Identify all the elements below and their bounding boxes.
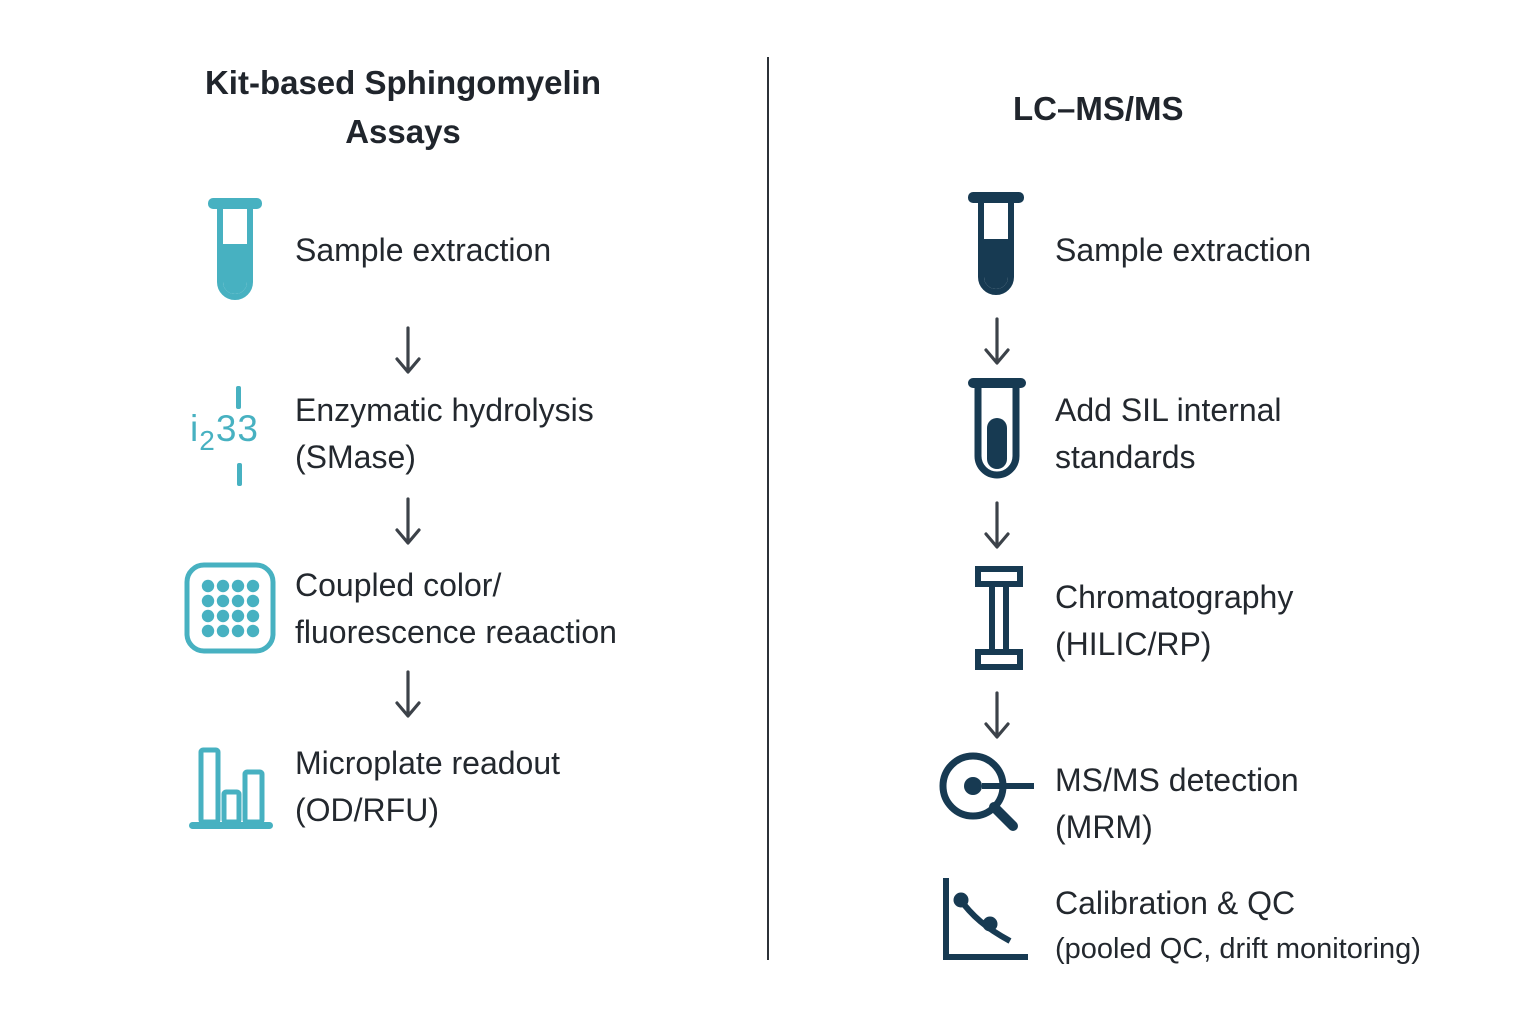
bar-chart-icon [189, 744, 273, 835]
step-line: (SMase) [295, 439, 416, 475]
test-tube-icon [967, 192, 1025, 313]
left-title-line2: Assays [345, 113, 461, 150]
down-arrow-icon [982, 317, 1012, 369]
step-label: Sample extraction [1055, 227, 1311, 274]
step-label: Enzymatic hydrolysis (SMase) [295, 387, 594, 481]
down-arrow-icon [982, 691, 1012, 743]
step-line: standards [1055, 439, 1196, 475]
step-label: Add SIL internal standards [1055, 387, 1282, 481]
column-divider [767, 57, 769, 960]
test-tube-icon [207, 198, 263, 317]
magnifier-detection-icon [937, 751, 1037, 848]
step-line: Add SIL internal [1055, 392, 1282, 428]
step-line: Calibration & QC [1055, 885, 1296, 921]
left-column-title: Kit-based Sphingomyelin Assays [103, 58, 703, 156]
calibration-curve-icon [940, 878, 1030, 969]
step-line: (pooled QC, drift monitoring) [1055, 933, 1421, 965]
step-line: fluorescence reaaction [295, 614, 617, 650]
step-line: MS/MS detection [1055, 762, 1299, 798]
step-line: Sample extraction [1055, 232, 1312, 268]
down-arrow-icon [982, 501, 1012, 553]
step-line: Coupled color/ [295, 567, 502, 603]
enzyme-icon-text: i233 [190, 408, 259, 456]
step-line: Enzymatic hydrolysis [295, 392, 594, 428]
left-title-line1: Kit-based Sphingomyelin [204, 64, 602, 101]
down-arrow-icon [393, 326, 423, 378]
step-label: Microplate readout (OD/RFU) [295, 740, 560, 834]
test-tube-internal-standard-icon [966, 378, 1028, 495]
step-line: (OD/RFU) [295, 792, 439, 828]
step-label: Sample extraction [295, 227, 551, 274]
step-line: (HILIC/RP) [1055, 626, 1212, 662]
step-label: Coupled color/ fluorescence reaaction [295, 562, 617, 656]
step-label: Chromatography (HILIC/RP) [1055, 574, 1293, 668]
step-line: Microplate readout [295, 745, 561, 781]
chromatography-column-icon [975, 566, 1023, 675]
step-line: Sample extraction [295, 232, 552, 268]
step-line: (MRM) [1055, 809, 1153, 845]
step-label: Calibration & QC (pooled QC, drift monit… [1055, 880, 1421, 971]
step-line: Chromatography [1055, 579, 1294, 615]
enzyme-icon-top-bar [236, 386, 241, 409]
enzyme-icon-bottom-bar [237, 463, 242, 486]
microplate-icon [184, 562, 276, 659]
enzyme-i233-icon: i233 [188, 386, 273, 488]
down-arrow-icon [393, 497, 423, 549]
right-column-title: LC–MS/MS [1013, 90, 1184, 127]
down-arrow-icon [393, 670, 423, 722]
step-label: MS/MS detection (MRM) [1055, 757, 1299, 851]
